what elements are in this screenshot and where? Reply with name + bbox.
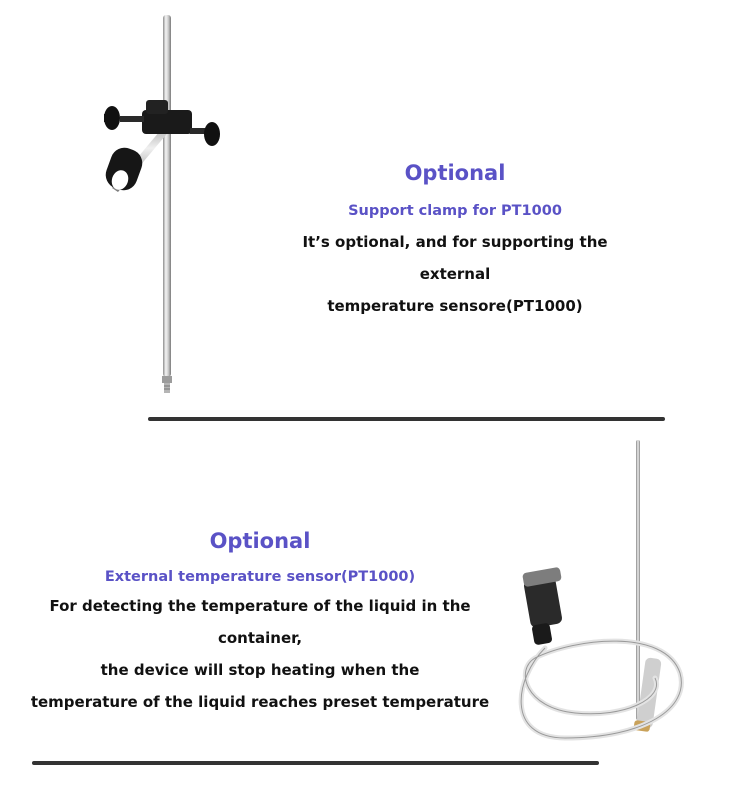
sensor-section: Optional External temperature sensor(PT1… [0, 430, 750, 800]
sensor-text: Optional External temperature sensor(PT1… [20, 526, 500, 718]
clamp-description: It’s optional, and for supporting the ex… [270, 226, 640, 322]
description-line: For detecting the temperature of the liq… [49, 597, 471, 647]
sensor-description: For detecting the temperature of the liq… [20, 590, 500, 718]
description-line: It’s optional, and for supporting the ex… [302, 233, 608, 283]
sensor-subtitle: External temperature sensor(PT1000) [104, 569, 416, 585]
divider [32, 761, 599, 765]
description-line: temperature sensore(PT1000) [327, 297, 583, 315]
optional-title: Optional [404, 161, 506, 185]
support-clamp-image [104, 15, 220, 393]
optional-title: Optional [209, 529, 311, 553]
clamp-subtitle: Support clamp for PT1000 [348, 203, 562, 219]
divider [148, 417, 665, 421]
clamp-section: Optional Support clamp for PT1000 It’s o… [104, 15, 665, 421]
description-line: temperature of the liquid reaches preset… [30, 693, 490, 711]
clamp-text: Optional Support clamp for PT1000 It’s o… [270, 158, 640, 322]
pt1000-sensor-image [518, 440, 684, 741]
description-line: the device will stop heating when the [100, 661, 420, 679]
